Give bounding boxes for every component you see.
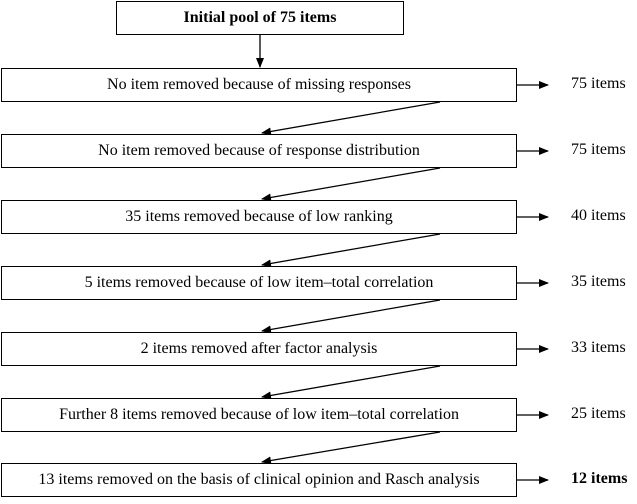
- step-count-3: 40 items: [571, 207, 626, 224]
- step-box-7: 13 items removed on the basis of clinica…: [1, 463, 517, 497]
- step-count-1: 75 items: [571, 75, 626, 92]
- step-count-5: 33 items: [571, 339, 626, 356]
- step-box-2: No item removed because of response dist…: [1, 134, 517, 168]
- step-count-4: 35 items: [571, 273, 626, 290]
- step-count-6: 25 items: [571, 405, 626, 422]
- step-box-3: 35 items removed because of low ranking: [1, 200, 517, 234]
- arrow-step-3-to-4: [261, 233, 441, 268]
- initial-pool-box: Initial pool of 75 items: [116, 1, 404, 35]
- step-count-7: 12 items: [571, 470, 628, 487]
- step-box-4: 5 items removed because of low item–tota…: [1, 266, 517, 300]
- step-box-6: Further 8 items removed because of low i…: [1, 398, 517, 432]
- arrow-step-2-to-3: [261, 167, 441, 202]
- arrow-step-1-to-2: [261, 101, 441, 136]
- arrow-step-5-to-6: [261, 365, 441, 400]
- step-box-1: No item removed because of missing respo…: [1, 68, 517, 102]
- arrow-step-4-to-5: [261, 299, 441, 334]
- step-count-2: 75 items: [571, 141, 626, 158]
- arrow-step-6-to-7: [261, 431, 441, 465]
- step-box-5: 2 items removed after factor analysis: [1, 332, 517, 366]
